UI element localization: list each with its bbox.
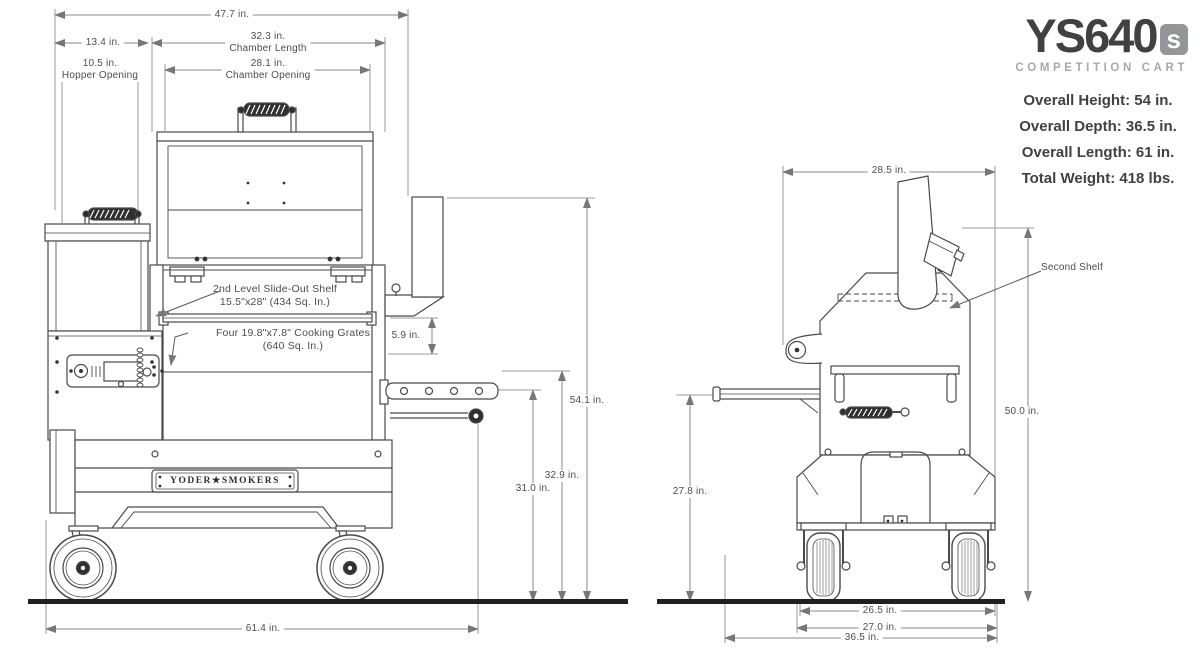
side-view <box>712 175 996 602</box>
dim-hopper-opening: 10.5 in. Hopper Opening <box>57 58 143 82</box>
cart-body <box>74 439 393 529</box>
dim-chamber-length-caption: Chamber Length <box>229 43 307 54</box>
chimney-cap <box>923 232 965 277</box>
dim-base-width: 27.0 in. <box>858 622 902 634</box>
dim-shelf-offset: 5.9 in. <box>387 330 425 342</box>
hopper <box>44 207 164 514</box>
dim-grate-height-front: 31.0 in. <box>511 483 555 495</box>
yoder-smokers-nameplate: YODER★SMOKERS <box>170 476 280 486</box>
nameplate <box>151 469 299 493</box>
second-level-shelf-bar <box>158 311 377 326</box>
spec-list: Overall Height: 54 in. Overall Depth: 36… <box>1008 88 1188 192</box>
dim-chamber-opening: 28.1 in. Chamber Opening <box>221 58 315 82</box>
dim-overall-width-front: 47.7 in. <box>210 9 254 21</box>
spec-overall-length: Overall Length: 61 in. <box>1021 144 1175 161</box>
dim-top-width-side: 28.5 in. <box>867 165 911 177</box>
ground-line-side <box>657 599 1005 604</box>
callout-slide-out-shelf: 2nd Level Slide-Out Shelf 15.5"x28" (434… <box>213 283 337 309</box>
branding-block: YS640 s COMPETITION CART Overall Height:… <box>1008 9 1188 192</box>
door-panel <box>860 451 931 526</box>
lid-handle-spring <box>237 102 297 133</box>
logo: YS640 s <box>1008 9 1188 62</box>
callout-cooking-grates-line1: Four 19.8"x7.8" Cooking Grates <box>215 327 371 339</box>
leader-lines <box>155 270 1042 366</box>
dim-overall-length: 61.4 in. <box>241 623 285 635</box>
dim-overall-depth: 36.5 in. <box>840 632 884 644</box>
second-shelf-dashed-line <box>838 293 952 302</box>
dim-overall-height-front: 54.1 in. <box>565 395 609 407</box>
callout-slide-out-shelf-line2: 15.5"x28" (434 Sq. In.) <box>219 296 331 308</box>
dim-chamber-length-value: 32.3 in. <box>250 31 286 42</box>
ground-line-front <box>28 599 628 604</box>
door-handle-spring <box>839 406 910 419</box>
chimney-side <box>897 175 965 310</box>
dim-chamber-opening-value: 28.1 in. <box>250 58 286 69</box>
logo-subtitle: COMPETITION CART <box>1015 62 1188 74</box>
front-shelf-bar <box>830 365 960 403</box>
cart-end <box>796 448 996 531</box>
callout-cooking-grates-line2: (640 Sq. In.) <box>262 340 324 352</box>
front-view <box>44 102 499 602</box>
wheel-left-side <box>796 522 851 602</box>
hopper-leg <box>49 429 76 514</box>
dim-hopper-opening-value: 10.5 in. <box>82 58 118 69</box>
callout-second-shelf: Second Shelf <box>1041 262 1103 273</box>
wire-coil <box>136 347 144 388</box>
spec-overall-height: Overall Height: 54 in. <box>1023 92 1173 109</box>
dim-overall-height-side: 50.0 in. <box>1000 406 1044 418</box>
chimney <box>384 196 446 317</box>
side-body <box>819 263 971 456</box>
controller-panel <box>66 354 164 388</box>
caster-wheel-right <box>316 525 384 602</box>
callout-slide-out-shelf-line1: 2nd Level Slide-Out Shelf <box>212 283 338 295</box>
dim-hopper-opening-caption: Hopper Opening <box>61 70 139 81</box>
spec-total-weight: Total Weight: 418 lbs. <box>1021 170 1175 187</box>
dim-wheel-track: 26.5 in. <box>858 605 902 617</box>
hopper-handle-spring <box>82 207 142 221</box>
side-shelf-profile <box>712 386 823 414</box>
dim-chamber-opening-caption: Chamber Opening <box>225 70 311 81</box>
folded-side-shelf <box>379 379 499 424</box>
callout-cooking-grates: Four 19.8"x7.8" Cooking Grates (640 Sq. … <box>216 327 370 353</box>
caster-wheel-left <box>49 525 117 602</box>
hinge-latch <box>785 333 823 365</box>
lid-open <box>156 131 374 283</box>
dim-shelf-height-side: 27.8 in. <box>668 486 712 498</box>
dim-hopper-width: 13.4 in. <box>81 37 125 49</box>
dim-shelf-height-front: 32.9 in. <box>540 470 584 482</box>
spec-overall-depth: Overall Depth: 36.5 in. <box>1019 118 1177 135</box>
logo-s-badge: s <box>1159 24 1188 55</box>
logo-model-text: YS640 <box>1025 9 1158 62</box>
dim-chamber-length: 32.3 in. Chamber Length <box>225 31 311 55</box>
wheel-right-side <box>941 522 996 602</box>
